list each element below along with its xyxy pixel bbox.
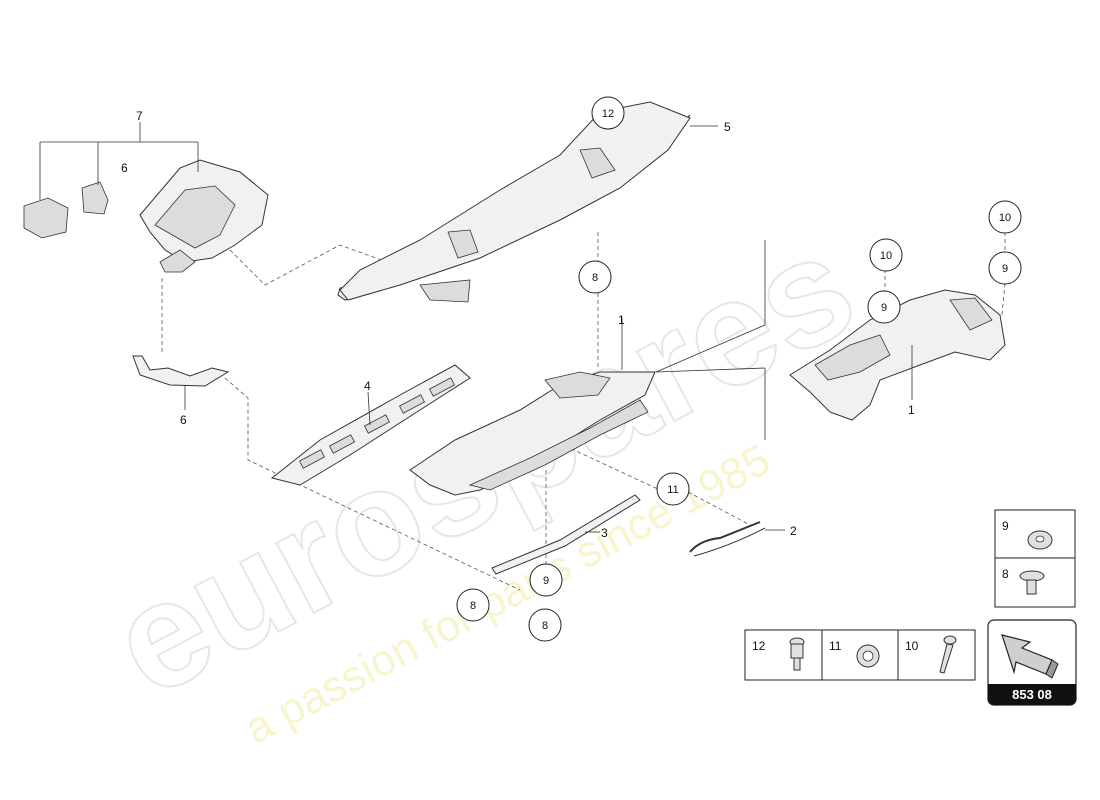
label-7: 7: [136, 109, 143, 123]
part-6-bracket: [132, 355, 230, 387]
hardware-10-label: 10: [905, 639, 919, 653]
callout-8-bottom: 8: [542, 620, 548, 632]
part-4-panel: [270, 364, 471, 486]
label-6-top: 6: [121, 161, 128, 175]
callout-10-right: 10: [999, 212, 1011, 224]
callout-8-top: 8: [592, 272, 598, 284]
long-screw-icon: [939, 635, 957, 674]
hardware-legend-horizontal: 12 11 10: [744, 629, 976, 681]
reference-number: 853 08: [1012, 687, 1052, 702]
label-1-right: 1: [908, 403, 915, 417]
part-7-bracket-assembly: [23, 159, 269, 273]
washer-icon: [1027, 530, 1053, 550]
label-1-center: 1: [618, 313, 625, 327]
part-5-spoiler: [337, 101, 718, 303]
bolt-icon: [789, 637, 805, 671]
callout-9-left: 9: [881, 302, 887, 314]
callout-8-left: 8: [470, 600, 476, 612]
direction-arrow-icon: [1001, 634, 1059, 679]
hardware-11-label: 11: [829, 639, 842, 653]
label-2: 2: [790, 524, 797, 538]
callout-12: 12: [602, 108, 614, 120]
part-7-leaders: [39, 122, 199, 410]
label-5: 5: [724, 120, 731, 134]
clip-nut-icon: [856, 644, 880, 668]
callout-9-right: 9: [1002, 263, 1008, 275]
part-1-central-duct: [409, 240, 766, 496]
label-6-bottom: 6: [180, 413, 187, 427]
part-labels: 7 6 6 5 4 1 1 3 2: [121, 109, 915, 540]
callout-9-bottom: 9: [543, 575, 549, 587]
hardware-legend-vertical: 9 8: [994, 509, 1076, 608]
part-3-strip: [491, 494, 641, 575]
screw-icon: [1019, 570, 1045, 595]
hardware-8-label: 8: [1002, 567, 1009, 581]
hardware-9-label: 9: [1002, 519, 1009, 533]
part-1-right-duct: [789, 289, 1006, 421]
label-4: 4: [364, 379, 371, 393]
callouts: 12 8 10 9 10 9 11 9 8 8: [456, 96, 1022, 642]
hardware-12-label: 12: [752, 639, 766, 653]
callout-11: 11: [667, 484, 678, 496]
reference-block: 853 08: [987, 619, 1077, 706]
callout-10-left: 10: [880, 250, 892, 262]
part-2-emblem: [689, 521, 785, 557]
label-3: 3: [601, 526, 608, 540]
